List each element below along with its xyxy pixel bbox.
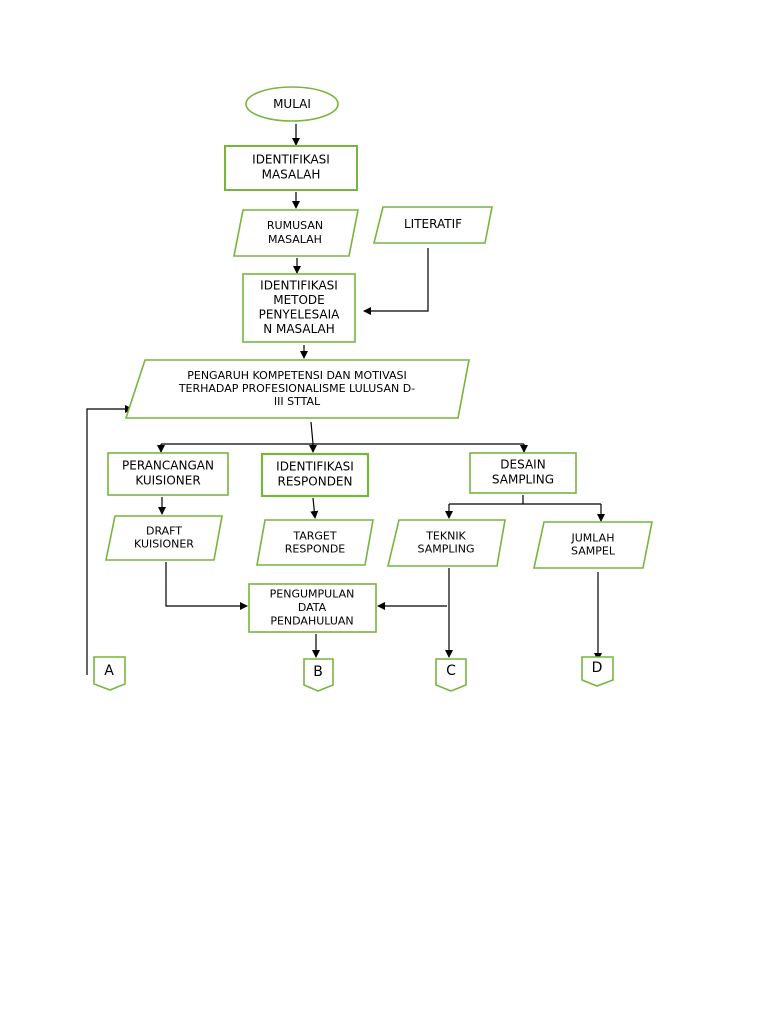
connector-d-shape xyxy=(581,656,614,687)
judul-label-line: TERHADAP PROFESIONALISME LULUSAN D- xyxy=(178,382,415,395)
pengumpulan-data-label-line: DATA xyxy=(298,601,327,614)
start-terminator xyxy=(245,86,339,122)
target-responde-parallelogram xyxy=(256,519,374,566)
jumlah-sampel-label-line: JUMLAH xyxy=(571,531,615,544)
pengumpulan-data-label-line: PENGUMPULAN xyxy=(270,587,355,600)
draft-kuisioner-label-line: DRAFT xyxy=(146,524,182,537)
identifikasi-metode-box xyxy=(242,273,356,343)
literatif-label: LITERATIF xyxy=(404,217,462,231)
connector-b-label-line: B xyxy=(313,664,323,680)
literatif-parallelogram xyxy=(372,206,493,244)
teknik-sampling-parallelogram xyxy=(386,519,506,567)
arrow-a-loop-to-judul xyxy=(86,405,133,675)
teknik-sampling-label-line: SAMPLING xyxy=(418,542,475,555)
teknik-sampling-label-line: TEKNIK xyxy=(425,529,466,542)
identifikasi-masalah-label-line: IDENTIFIKASI xyxy=(252,153,330,167)
identifikasi-metode-label-line: PENYELESAIA xyxy=(259,307,341,321)
identifikasi-responden-label-line: RESPONDEN xyxy=(278,475,353,489)
identifikasi-metode-label-line: IDENTIFIKASI xyxy=(260,278,338,292)
identifikasi-responden-box xyxy=(260,452,370,498)
desain-sampling-box xyxy=(469,452,577,494)
connector-b-label: B xyxy=(313,664,323,680)
connector-c-label: C xyxy=(446,663,456,679)
target-responde-label-line: TARGET xyxy=(292,529,337,542)
identifikasi-metode-label-line: METODE xyxy=(273,293,325,307)
arrow-draft-to-pengumpulan xyxy=(165,562,248,610)
connector-a-shape xyxy=(93,656,126,691)
identifikasi-masalah-box xyxy=(224,145,358,191)
arrow-responden-to-target xyxy=(310,497,319,519)
draft-kuisioner-parallelogram xyxy=(105,515,223,561)
jumlah-sampel-label-line: SAMPEL xyxy=(571,544,616,557)
draft-kuisioner-label-line: KUISIONER xyxy=(134,537,194,550)
judul-label-line: PENGARUH KOMPETENSI DAN MOTIVASI xyxy=(187,369,407,382)
pengumpulan-data-label-line: PENDAHULUAN xyxy=(270,614,353,627)
connector-b-shape xyxy=(303,658,334,692)
connector-a-label-line: A xyxy=(104,663,114,679)
connector-c-label-line: C xyxy=(446,663,456,679)
connector-d-label-line: D xyxy=(592,660,603,676)
identifikasi-responden-label-line: IDENTIFIKASI xyxy=(276,460,354,474)
start-label: MULAI xyxy=(273,97,311,111)
target-responde-label-line: RESPONDE xyxy=(285,542,346,555)
start-label-line: MULAI xyxy=(273,97,311,111)
shapes xyxy=(93,86,653,692)
jumlah-sampel-parallelogram xyxy=(533,521,653,569)
literatif-label-line: LITERATIF xyxy=(404,217,462,231)
rumusan-masalah-label-line: MASALAH xyxy=(268,233,322,246)
perancangan-kuisioner-box xyxy=(107,452,229,496)
perancangan-kuisioner-label-line: PERANCANGAN xyxy=(122,459,214,473)
perancangan-kuisioner-label-line: KUISIONER xyxy=(135,474,200,488)
arrow-literatif-to-metode xyxy=(363,248,429,315)
rumusan-masalah-parallelogram xyxy=(233,209,359,257)
identifikasi-masalah-label-line: MASALAH xyxy=(262,168,321,182)
connector-a-label: A xyxy=(104,663,114,679)
judul-parallelogram xyxy=(124,359,470,419)
desain-sampling-label-line: DESAIN xyxy=(500,458,545,472)
connectors xyxy=(86,124,605,675)
connector-d-label: D xyxy=(592,660,603,676)
pengumpulan-data-box xyxy=(248,583,377,633)
identifikasi-metode-label-line: N MASALAH xyxy=(263,322,335,336)
judul-label-line: III STTAL xyxy=(274,395,321,408)
rumusan-masalah-label-line: RUMUSAN xyxy=(267,219,323,232)
desain-sampling-label-line: SAMPLING xyxy=(492,473,554,487)
connector-c-shape xyxy=(435,658,467,692)
line-judul-down xyxy=(310,421,314,445)
